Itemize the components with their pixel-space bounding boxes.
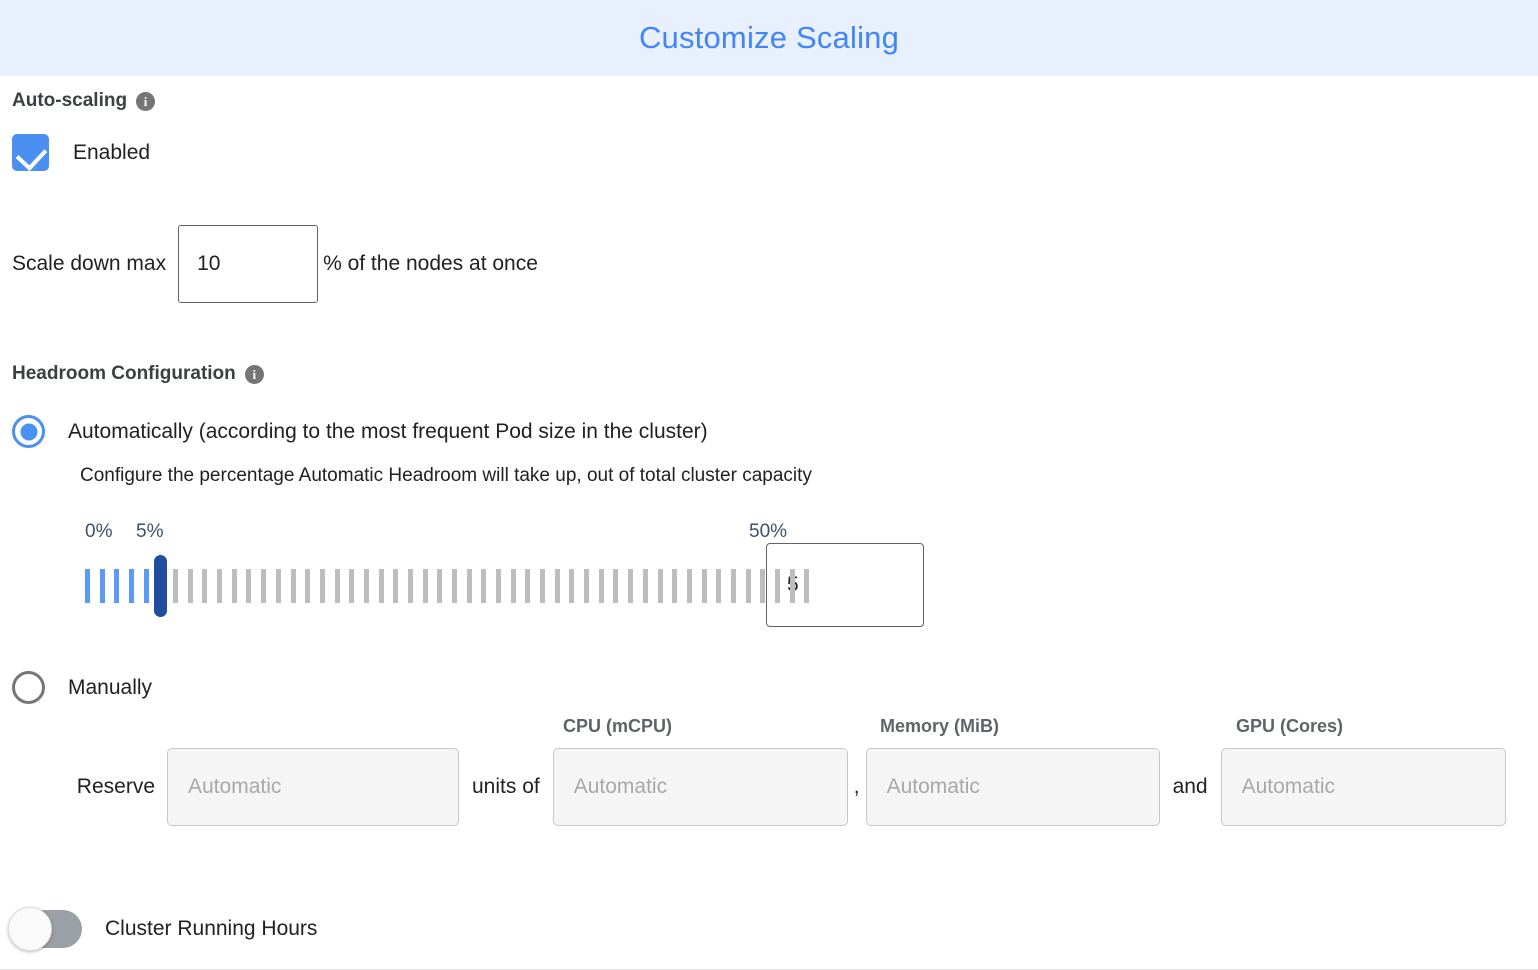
toggle-knob <box>8 907 52 951</box>
slider-track[interactable] <box>85 555 810 619</box>
reserve-units-input[interactable] <box>167 748 459 826</box>
slider-tick <box>334 569 340 603</box>
scale-down-max-row: Scale down max % of the nodes at once <box>12 225 1526 303</box>
slider-tick <box>569 569 575 603</box>
headroom-manual-label: Manually <box>68 675 153 699</box>
cluster-running-hours-row[interactable]: Cluster Running Hours <box>8 907 318 951</box>
slider-tick <box>481 569 487 603</box>
slider-tick <box>804 569 810 603</box>
slider-tick <box>173 569 179 603</box>
slider-tick <box>760 569 766 603</box>
slider-tick <box>716 569 722 603</box>
headroom-heading-label: Headroom Configuration <box>12 363 236 384</box>
slider-tick <box>672 569 678 603</box>
page-title: Customize Scaling <box>638 20 900 55</box>
slider-tick <box>393 569 399 603</box>
reserve-cpu-input[interactable] <box>552 748 848 826</box>
slider-tick <box>730 569 736 603</box>
reserve-comma-text: , <box>853 775 860 798</box>
headroom-info-icon[interactable]: i <box>244 364 264 384</box>
slider-tick <box>496 569 502 603</box>
slider-tick <box>99 569 105 603</box>
slider-area: 0% 5% 50% <box>12 521 810 619</box>
slider-tick <box>774 569 780 603</box>
scale-down-max-input[interactable] <box>178 225 319 303</box>
cluster-running-hours-label: Cluster Running Hours <box>105 917 318 940</box>
slider-tick <box>378 569 384 603</box>
slider-tick <box>246 569 252 603</box>
slider-tick <box>305 569 311 603</box>
slider-tick <box>628 569 634 603</box>
dialog-body: Auto-scaling i Enabled Scale down max % … <box>0 90 1538 856</box>
slider-tick <box>598 569 604 603</box>
headroom-automatic-description: Configure the percentage Automatic Headr… <box>80 465 812 486</box>
slider-tick <box>275 569 281 603</box>
slider-thumb[interactable] <box>154 555 168 617</box>
slider-tick-labels: 0% 5% 50% <box>12 521 787 547</box>
slider-tick <box>745 569 751 603</box>
headroom-manual-radio[interactable] <box>12 671 45 704</box>
slider-tick <box>510 569 516 603</box>
auto-scaling-heading-label: Auto-scaling <box>12 90 128 111</box>
reserve-gpu-input[interactable] <box>1220 748 1506 826</box>
slider-tick <box>143 569 149 603</box>
slider-tick <box>349 569 355 603</box>
slider-tick <box>642 569 648 603</box>
column-header-cpu: CPU (mCPU) <box>563 716 673 736</box>
slider-tick <box>114 569 120 603</box>
slider-tick <box>466 569 472 603</box>
slider-tick <box>231 569 237 603</box>
cluster-running-hours-toggle[interactable] <box>8 907 82 951</box>
headroom-automatic-radio[interactable] <box>12 415 45 448</box>
slider-min-label: 0% <box>85 521 113 542</box>
auto-scaling-enabled-row[interactable]: Enabled <box>12 134 1526 171</box>
slider-tick <box>407 569 413 603</box>
slider-current-label: 5% <box>136 521 164 542</box>
slider-tick <box>584 569 590 603</box>
slider-tick <box>452 569 457 603</box>
headroom-automatic-label: Automatically (according to the most fre… <box>68 419 708 443</box>
slider-tick <box>701 569 707 603</box>
slider-tick <box>789 569 795 603</box>
auto-scaling-info-icon[interactable]: i <box>136 91 156 111</box>
headroom-percentage-slider-block: 0% 5% 50% <box>12 521 1526 627</box>
slider-tick <box>290 569 296 603</box>
reserve-units-of-text: units of <box>472 775 540 798</box>
slider-tick <box>422 569 428 603</box>
headroom-configuration-heading: Headroom Configuration i <box>12 363 1526 385</box>
slider-tick <box>217 569 223 603</box>
slider-tick <box>657 569 663 603</box>
scale-down-max-label: Scale down max <box>12 252 167 275</box>
slider-tick <box>363 569 369 603</box>
reserve-inputs-row: Reserve units of , and <box>12 748 1526 826</box>
reserve-label: Reserve <box>76 775 155 798</box>
column-header-memory: Memory (MiB) <box>880 716 1000 736</box>
headroom-percentage-input[interactable] <box>766 543 924 627</box>
dialog-header: Customize Scaling <box>0 0 1538 76</box>
slider-tick <box>613 569 619 603</box>
column-header-gpu: GPU (Cores) <box>1236 716 1344 736</box>
slider-tick <box>554 569 560 603</box>
slider-tick <box>129 569 135 603</box>
scale-down-max-suffix: % of the nodes at once <box>323 252 538 275</box>
auto-scaling-enabled-checkbox[interactable] <box>12 134 49 171</box>
headroom-manual-row[interactable]: Manually <box>12 671 1526 704</box>
auto-scaling-enabled-label: Enabled <box>73 140 151 164</box>
slider-tick <box>525 569 531 603</box>
slider-tick <box>319 569 325 603</box>
reserve-section: CPU (mCPU) Memory (MiB) GPU (Cores) Rese… <box>12 716 1526 856</box>
slider-tick <box>85 569 90 603</box>
reserve-memory-input[interactable] <box>865 748 1160 826</box>
slider-tick <box>261 569 267 603</box>
slider-tick <box>437 569 443 603</box>
slider-tick <box>540 569 546 603</box>
slider-tick <box>686 569 692 603</box>
headroom-automatic-row[interactable]: Automatically (according to the most fre… <box>12 415 1526 448</box>
auto-scaling-heading: Auto-scaling i <box>12 90 1526 112</box>
slider-max-label: 50% <box>749 521 788 542</box>
slider-tick <box>187 569 193 603</box>
reserve-and-text: and <box>1172 775 1208 798</box>
slider-tick <box>202 569 208 603</box>
